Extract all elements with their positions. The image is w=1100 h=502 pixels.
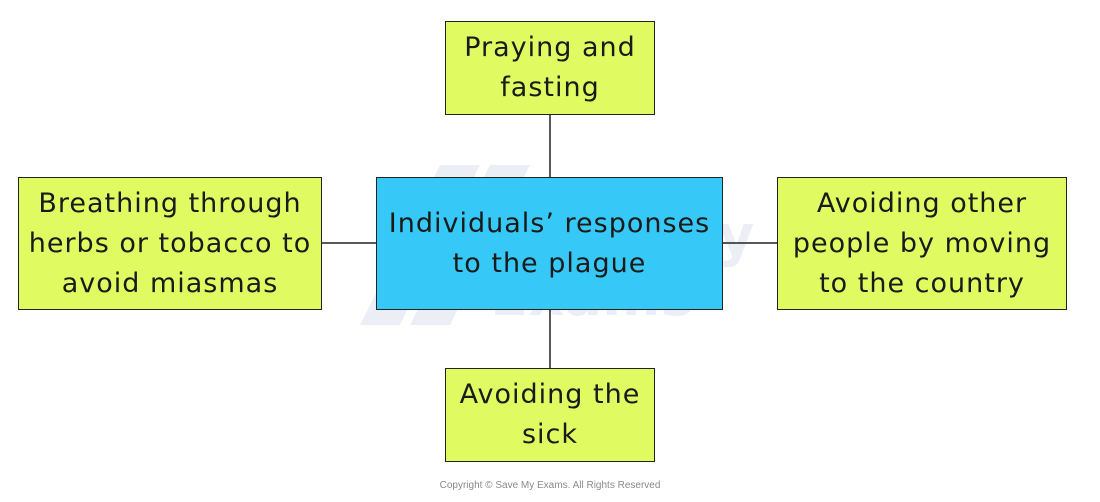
branch-text-right: Avoiding other people by moving to the c… (792, 187, 1052, 299)
copyright-text: Copyright © Save My Exams. All Rights Re… (439, 480, 661, 491)
branch-box-left: Breathing through herbs or tobacco to av… (18, 177, 322, 310)
branch-box-top: Praying and fasting (445, 21, 655, 115)
center-text: Individuals’ responses to the plague (388, 207, 711, 279)
branch-text-left: Breathing through herbs or tobacco to av… (28, 187, 312, 299)
center-box: Individuals’ responses to the plague (376, 177, 723, 310)
branch-box-right: Avoiding other people by moving to the c… (777, 177, 1067, 310)
branch-text-bottom: Avoiding the sick (459, 379, 641, 450)
branch-box-bottom: Avoiding the sick (445, 368, 655, 462)
branch-text-top: Praying and fasting (464, 32, 636, 103)
